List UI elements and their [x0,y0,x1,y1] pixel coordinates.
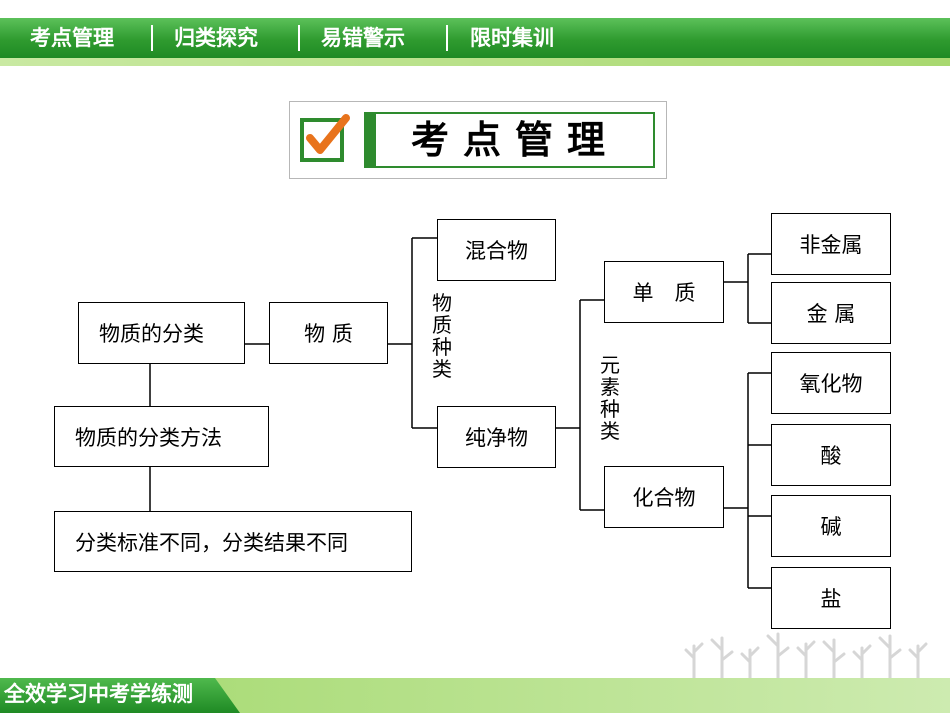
nav-separator [151,25,153,51]
top-nav-bar [0,18,950,58]
top-nav-accent [0,58,950,66]
node-base: 碱 [771,495,891,557]
sprouts-decoration-icon [684,632,928,680]
footer-brand-text: 全效学习中考学练测 [4,682,193,706]
section-title-accent [364,112,376,168]
node-classification-method: 物质的分类方法 [54,406,269,467]
node-element: 单 质 [604,261,724,323]
node-compound: 化合物 [604,466,724,528]
nav-tab-yicuo[interactable]: 易错警示 [321,26,405,50]
node-pure-substance: 纯净物 [437,406,556,468]
node-metal: 金 属 [771,282,891,344]
node-oxide: 氧化物 [771,352,891,414]
nav-separator [298,25,300,51]
nav-tab-kaodian[interactable]: 考点管理 [30,26,114,50]
node-nonmetal: 非金属 [771,213,891,275]
label-substance-kind: 物 质 种 类 [432,291,452,381]
node-method-detail: 分类标准不同，分类结果不同 [54,511,412,572]
node-classification-of-matter: 物质的分类 [78,302,245,364]
checkbox-check-icon [300,114,350,162]
nav-separator [446,25,448,51]
nav-tab-xianshi[interactable]: 限时集训 [470,26,554,50]
node-acid: 酸 [771,424,891,486]
label-element-kind: 元 素 种 类 [600,353,620,443]
footer-brand-tab [0,678,240,713]
node-mixture: 混合物 [437,219,556,281]
nav-tab-guilei[interactable]: 归类探究 [174,26,258,50]
section-title: 考点管理 [410,117,619,162]
node-salt: 盐 [771,567,891,629]
node-matter: 物 质 [269,302,388,364]
